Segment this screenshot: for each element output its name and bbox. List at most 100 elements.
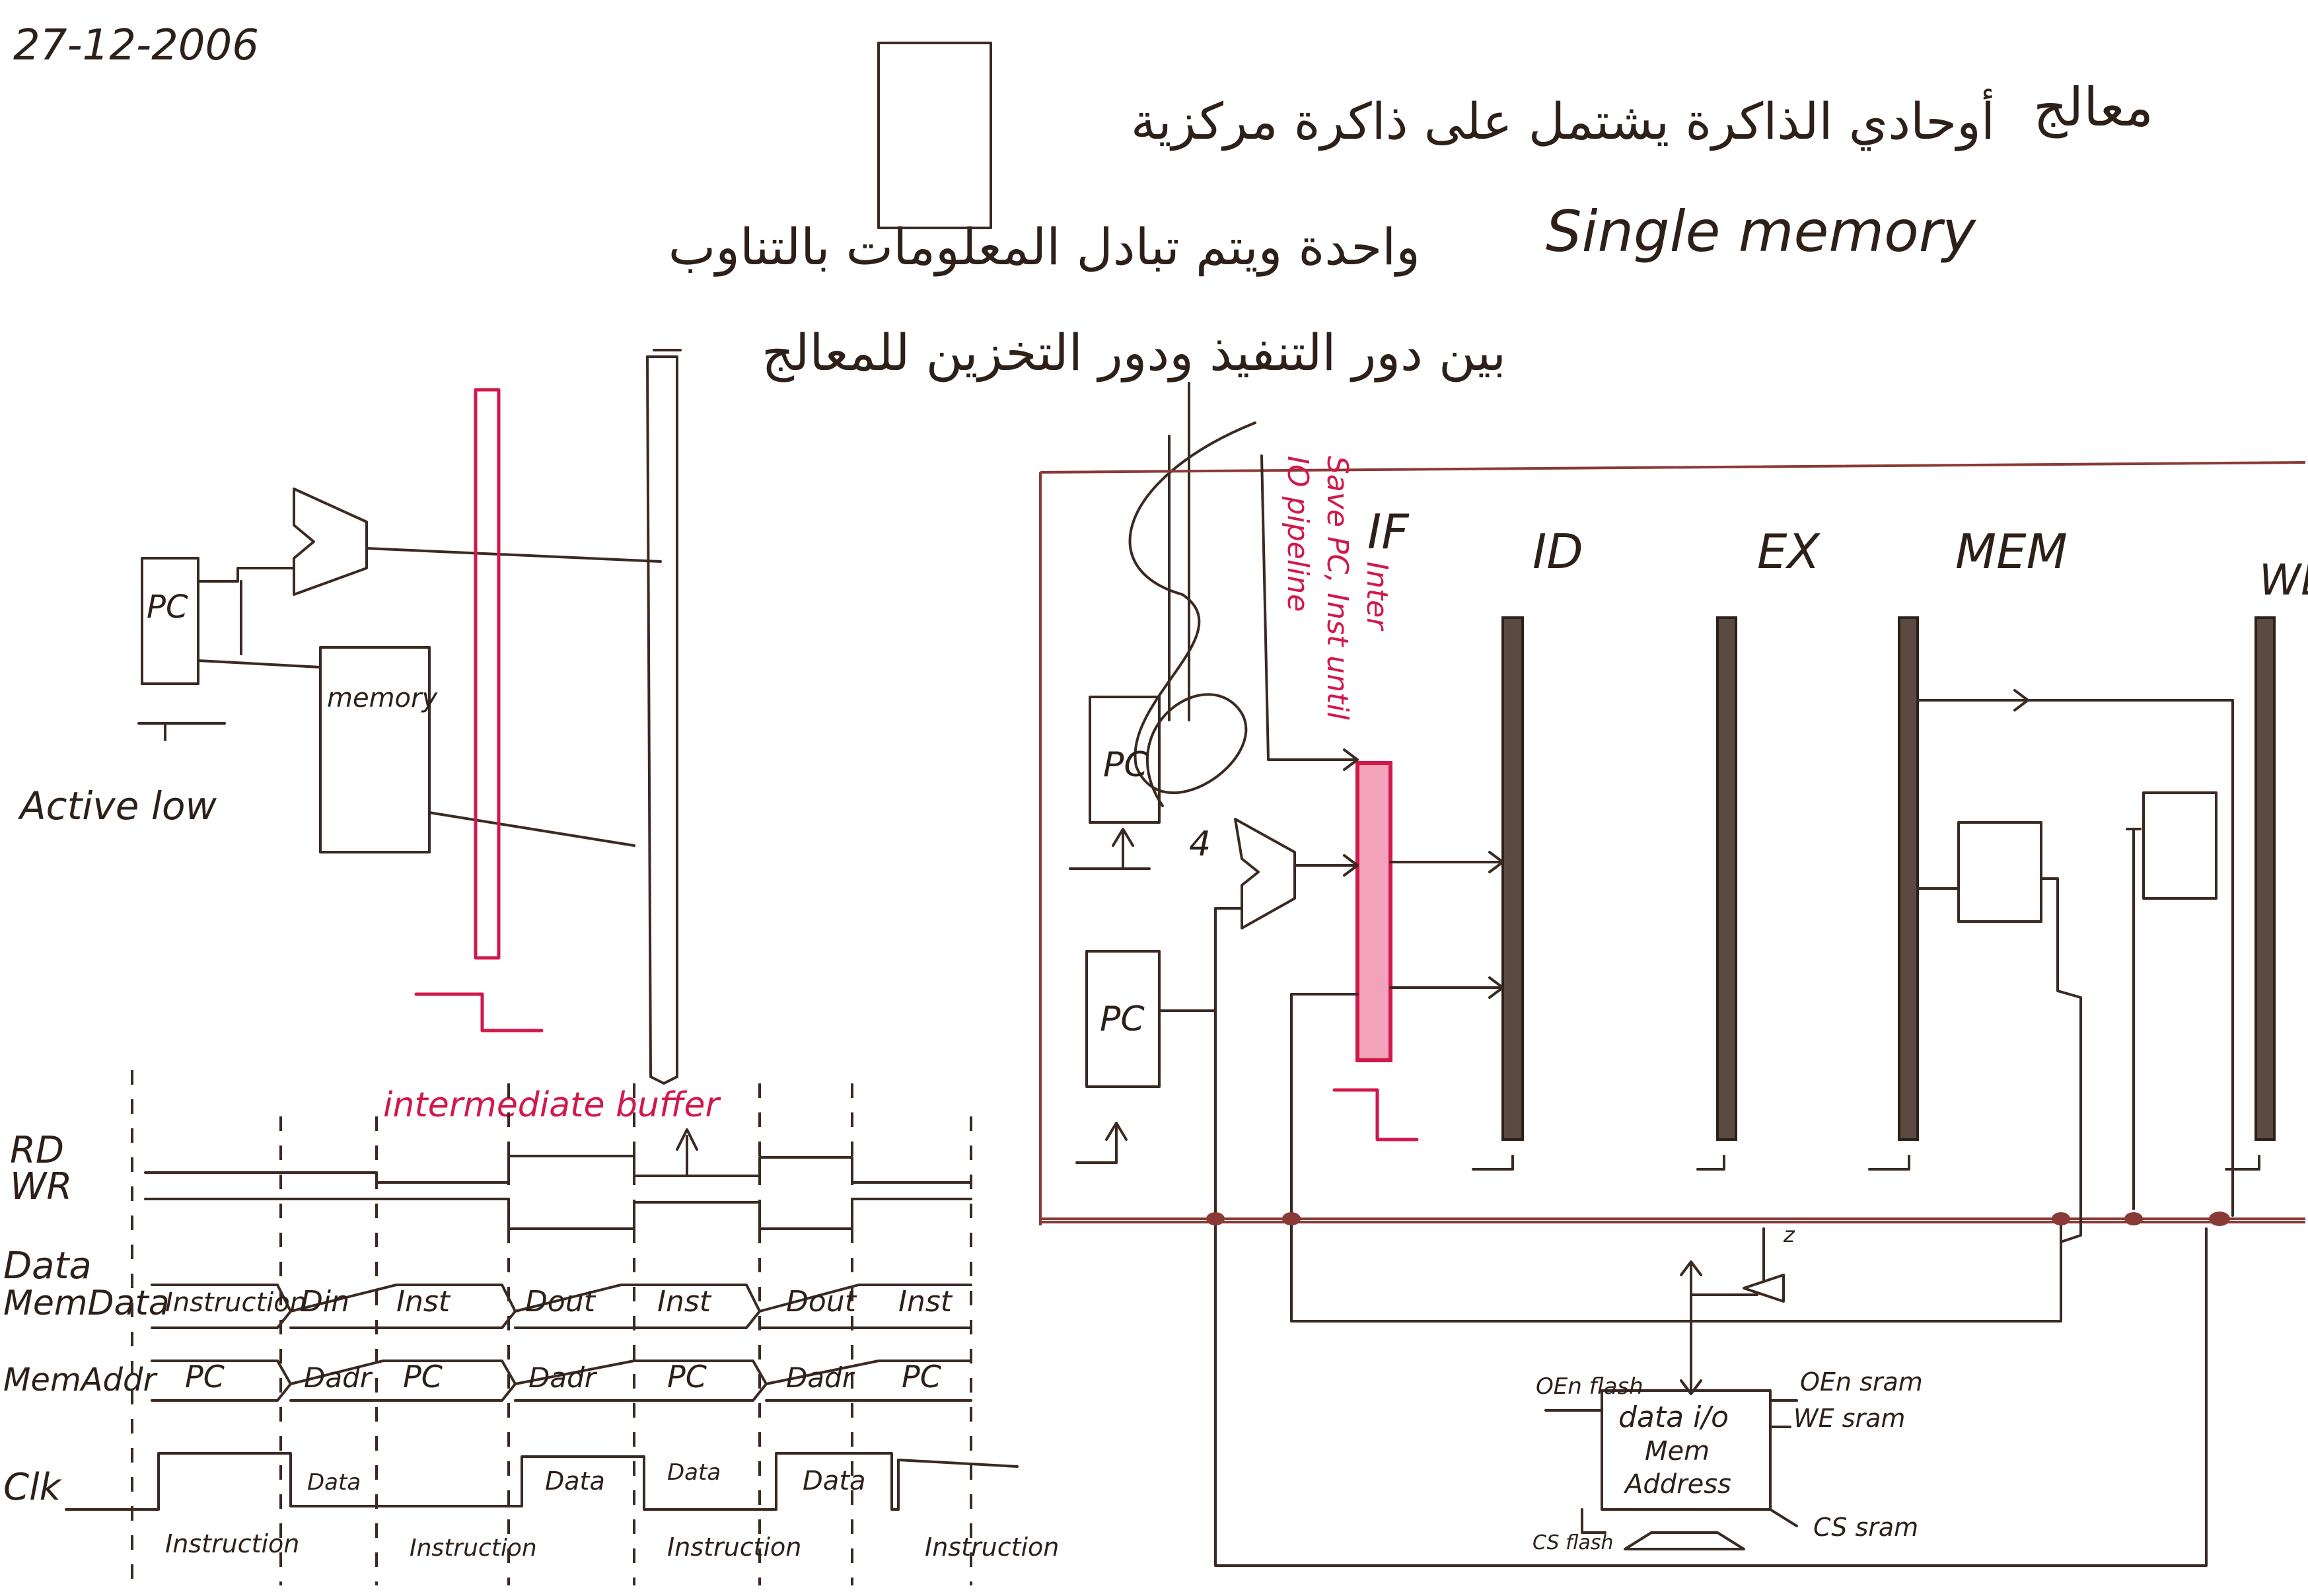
- mem-stage-box-2: [2144, 793, 2216, 898]
- memory-box: [320, 647, 429, 852]
- mem-box-1-out: [2041, 879, 2081, 1242]
- intermediate-buffer-left: [476, 390, 499, 958]
- pc-to-adder-wire: [198, 568, 294, 581]
- clk-low-1: Instruction: [165, 1529, 299, 1558]
- stage-wb: WB: [2259, 556, 2308, 605]
- bus-horizontal: [1618, 1295, 1784, 1321]
- if-to-id-wire-2: [1390, 978, 1503, 998]
- signal-clk: Clk: [3, 1466, 63, 1509]
- memdata-cell-5: Inst: [657, 1285, 712, 1319]
- clk-high-4: Data: [803, 1466, 866, 1496]
- oe-flash-label: OEn flash: [1536, 1373, 1643, 1400]
- memory-label: memory: [327, 683, 438, 713]
- stage-latches: [1503, 618, 2274, 1140]
- intermediate-clk: [416, 994, 542, 1031]
- memory-block-line2: Mem: [1645, 1436, 1710, 1467]
- tristate-buffer: [1744, 1229, 1784, 1301]
- cs-sram-label: CS sram: [1813, 1513, 1918, 1542]
- clk-low-4: Instruction: [925, 1533, 1059, 1562]
- memaddr-cell-4: Dadr: [528, 1361, 598, 1394]
- rd-arrow: [677, 1130, 697, 1176]
- date-text: 27-12-2006: [13, 21, 259, 70]
- memaddr-cell-1: PC: [185, 1359, 225, 1395]
- single-memory-text: Single memory: [1546, 199, 1976, 265]
- memory-block-line3: Address: [1623, 1469, 1731, 1500]
- memdata-cell-4: Dout: [525, 1285, 596, 1319]
- stage-if: IF: [1367, 504, 1410, 560]
- pipeline-note-1: Save PC, Inst until: [1320, 456, 1354, 720]
- stage-id: ID: [1533, 524, 1583, 579]
- memory-mux: [1625, 1533, 1744, 1549]
- signal-data: Data: [3, 1245, 92, 1288]
- latch-ex-mem: [1899, 618, 1918, 1140]
- signal-memdata: MemData: [3, 1284, 170, 1323]
- oe-sram-label: OEn sram: [1800, 1367, 1923, 1396]
- memory-to-if-wire: [1291, 994, 2061, 1321]
- arabic-line-1: أوحادي الذاكرة يشتمل على ذاكرة مركزية: [1131, 89, 1995, 151]
- pink-if-register: [1357, 763, 1390, 1060]
- clk-high-1: Data: [307, 1469, 361, 1496]
- wr-wave: [145, 1199, 971, 1229]
- memdata-cell-2: Din: [301, 1285, 349, 1319]
- memory-out-wire: [429, 813, 634, 846]
- pipeline-frame: [1040, 462, 2305, 1225]
- active-low-label: Active low: [17, 783, 217, 828]
- pc-to-adder-pipeline: [1159, 908, 1242, 1011]
- adder-const-4: 4: [1189, 824, 1211, 864]
- pc-bottom-label: PC: [1100, 999, 1145, 1039]
- arabic-title: معالج: [2033, 77, 2153, 139]
- pink-if-clk: [1334, 1090, 1417, 1140]
- clk-low-3: Instruction: [667, 1533, 801, 1562]
- adder-to-if-wire: [1295, 855, 1357, 875]
- z-label: z: [1783, 1222, 1795, 1247]
- adder-out-wire: [367, 548, 661, 562]
- memdata-cell-1: Instruction: [165, 1288, 307, 1318]
- latch-id-ex: [1717, 618, 1736, 1140]
- clk-high-3: Data: [667, 1459, 721, 1486]
- pc-to-memory-wire: [198, 661, 320, 667]
- adder-left: [294, 489, 367, 595]
- bus-to-memory: [1681, 1262, 1701, 1394]
- ex-mem-feedback: [1918, 690, 2233, 1215]
- memaddr-cell-2: Dadr: [304, 1361, 373, 1394]
- pc-left-label: PC: [147, 589, 188, 626]
- latch-mem-wb: [2256, 618, 2274, 1140]
- pc-top-label: PC: [1103, 745, 1148, 785]
- scribble-strokes-2: [1169, 383, 1189, 720]
- stage-mem: MEM: [1955, 524, 2068, 579]
- stage-clocks: [1473, 1156, 2259, 1169]
- rd-wave: [145, 1156, 971, 1182]
- pc-bottom-clk: [1077, 1123, 1126, 1163]
- mem-stage-box-1: [1959, 822, 2041, 922]
- active-low-clk: [139, 723, 225, 740]
- pipeline-adder: [1235, 819, 1295, 928]
- scribble-strokes: [1130, 423, 1255, 806]
- signal-wr: WR: [10, 1165, 72, 1208]
- stage-ex: EX: [1757, 524, 1821, 579]
- memaddr-cell-5: PC: [667, 1359, 707, 1395]
- clk-high-2: Data: [545, 1467, 605, 1496]
- we-sram-label: WE sram: [1793, 1404, 1905, 1433]
- pc-top-clk: [1070, 829, 1149, 869]
- top-box: [879, 43, 991, 228]
- clk-low-2: Instruction: [410, 1535, 537, 1562]
- memaddr-cell-6: Dadr: [786, 1361, 855, 1394]
- memaddr-cell-7: PC: [902, 1359, 941, 1395]
- clk-wave: [66, 1453, 1017, 1509]
- memaddr-cell-3: PC: [403, 1359, 443, 1395]
- memory-block-line1: data i/o: [1618, 1400, 1729, 1434]
- pipeline-note-2: IO pipeline: [1281, 456, 1315, 612]
- arabic-line-3: بين دور التنفيذ ودور التخزين للمعالج: [762, 323, 1506, 382]
- mem-box-2-out: [2127, 829, 2140, 1209]
- intermediate-label: intermediate buffer: [383, 1085, 722, 1125]
- latch-if-id: [1503, 618, 1523, 1140]
- memdata-cell-3: Inst: [396, 1285, 451, 1319]
- arabic-line-2: واحدة ويتم تبادل المعلومات بالتناوب: [668, 217, 1420, 277]
- memdata-cell-7: Inst: [898, 1285, 953, 1319]
- if-to-id-wire-1: [1390, 852, 1503, 872]
- signal-memaddr: MemAddr: [3, 1361, 158, 1398]
- memdata-cell-6: Dout: [786, 1285, 857, 1319]
- cs-flash-label: CS flash: [1533, 1531, 1614, 1554]
